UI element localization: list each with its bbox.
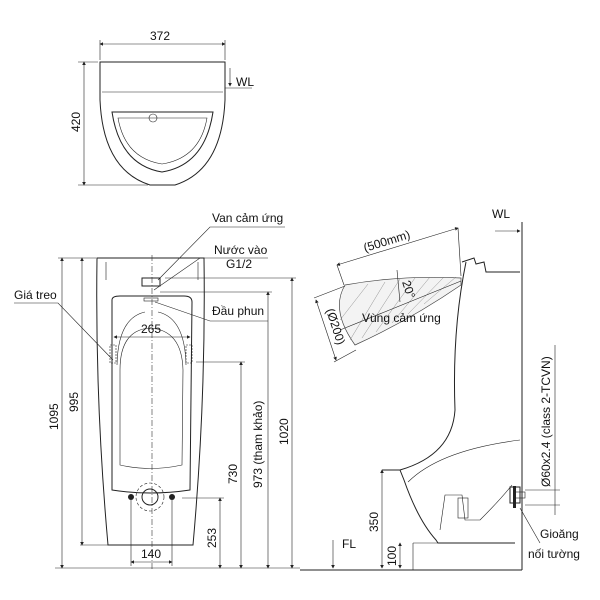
dim-973: 973 (tham khảo) [251, 401, 265, 488]
top-height-dim: 420 [69, 112, 83, 132]
dim-265: 265 [141, 322, 161, 336]
top-wl-label: WL [236, 75, 254, 89]
gasket-label-line1: Gioăng [540, 527, 579, 541]
sensor-angle: 20° [399, 279, 418, 301]
label-hanger: Giá treo [14, 288, 57, 302]
front-view: 1095 995 265 730 973 (tham khảo) 1020 25… [14, 211, 300, 570]
label-water-inlet: Nước vào [214, 243, 268, 257]
dim-730: 730 [226, 464, 240, 484]
label-inlet-size: G1/2 [226, 257, 252, 271]
label-sensor-valve: Van cảm ứng [212, 211, 283, 225]
top-width-dim: 372 [150, 29, 170, 43]
fl-label: FL [342, 537, 356, 551]
sensor-zone-hatch [339, 276, 457, 341]
side-view: (500mm) (Ø200) 20° Vùng cảm ứng WL Ø60x2… [300, 207, 580, 571]
sensor-zone-label: Vùng cảm ứng [362, 311, 441, 325]
dim-1095: 1095 [47, 403, 61, 430]
top-view: 372 420 WL [69, 29, 254, 186]
dim-350: 350 [367, 512, 381, 532]
dim-995: 995 [67, 392, 81, 412]
dim-1020: 1020 [277, 418, 291, 445]
side-wl-label: WL [492, 207, 510, 221]
label-spray-head: Đầu phun [212, 304, 264, 318]
dim-100: 100 [385, 546, 399, 566]
dim-140: 140 [141, 547, 161, 561]
gasket-label-line2: nối tường [528, 547, 580, 561]
sensor-range: (500mm) [362, 227, 412, 254]
dim-253: 253 [205, 528, 219, 548]
pipe-spec: Ø60x2.4 (class 2-TCVN) [539, 356, 553, 487]
